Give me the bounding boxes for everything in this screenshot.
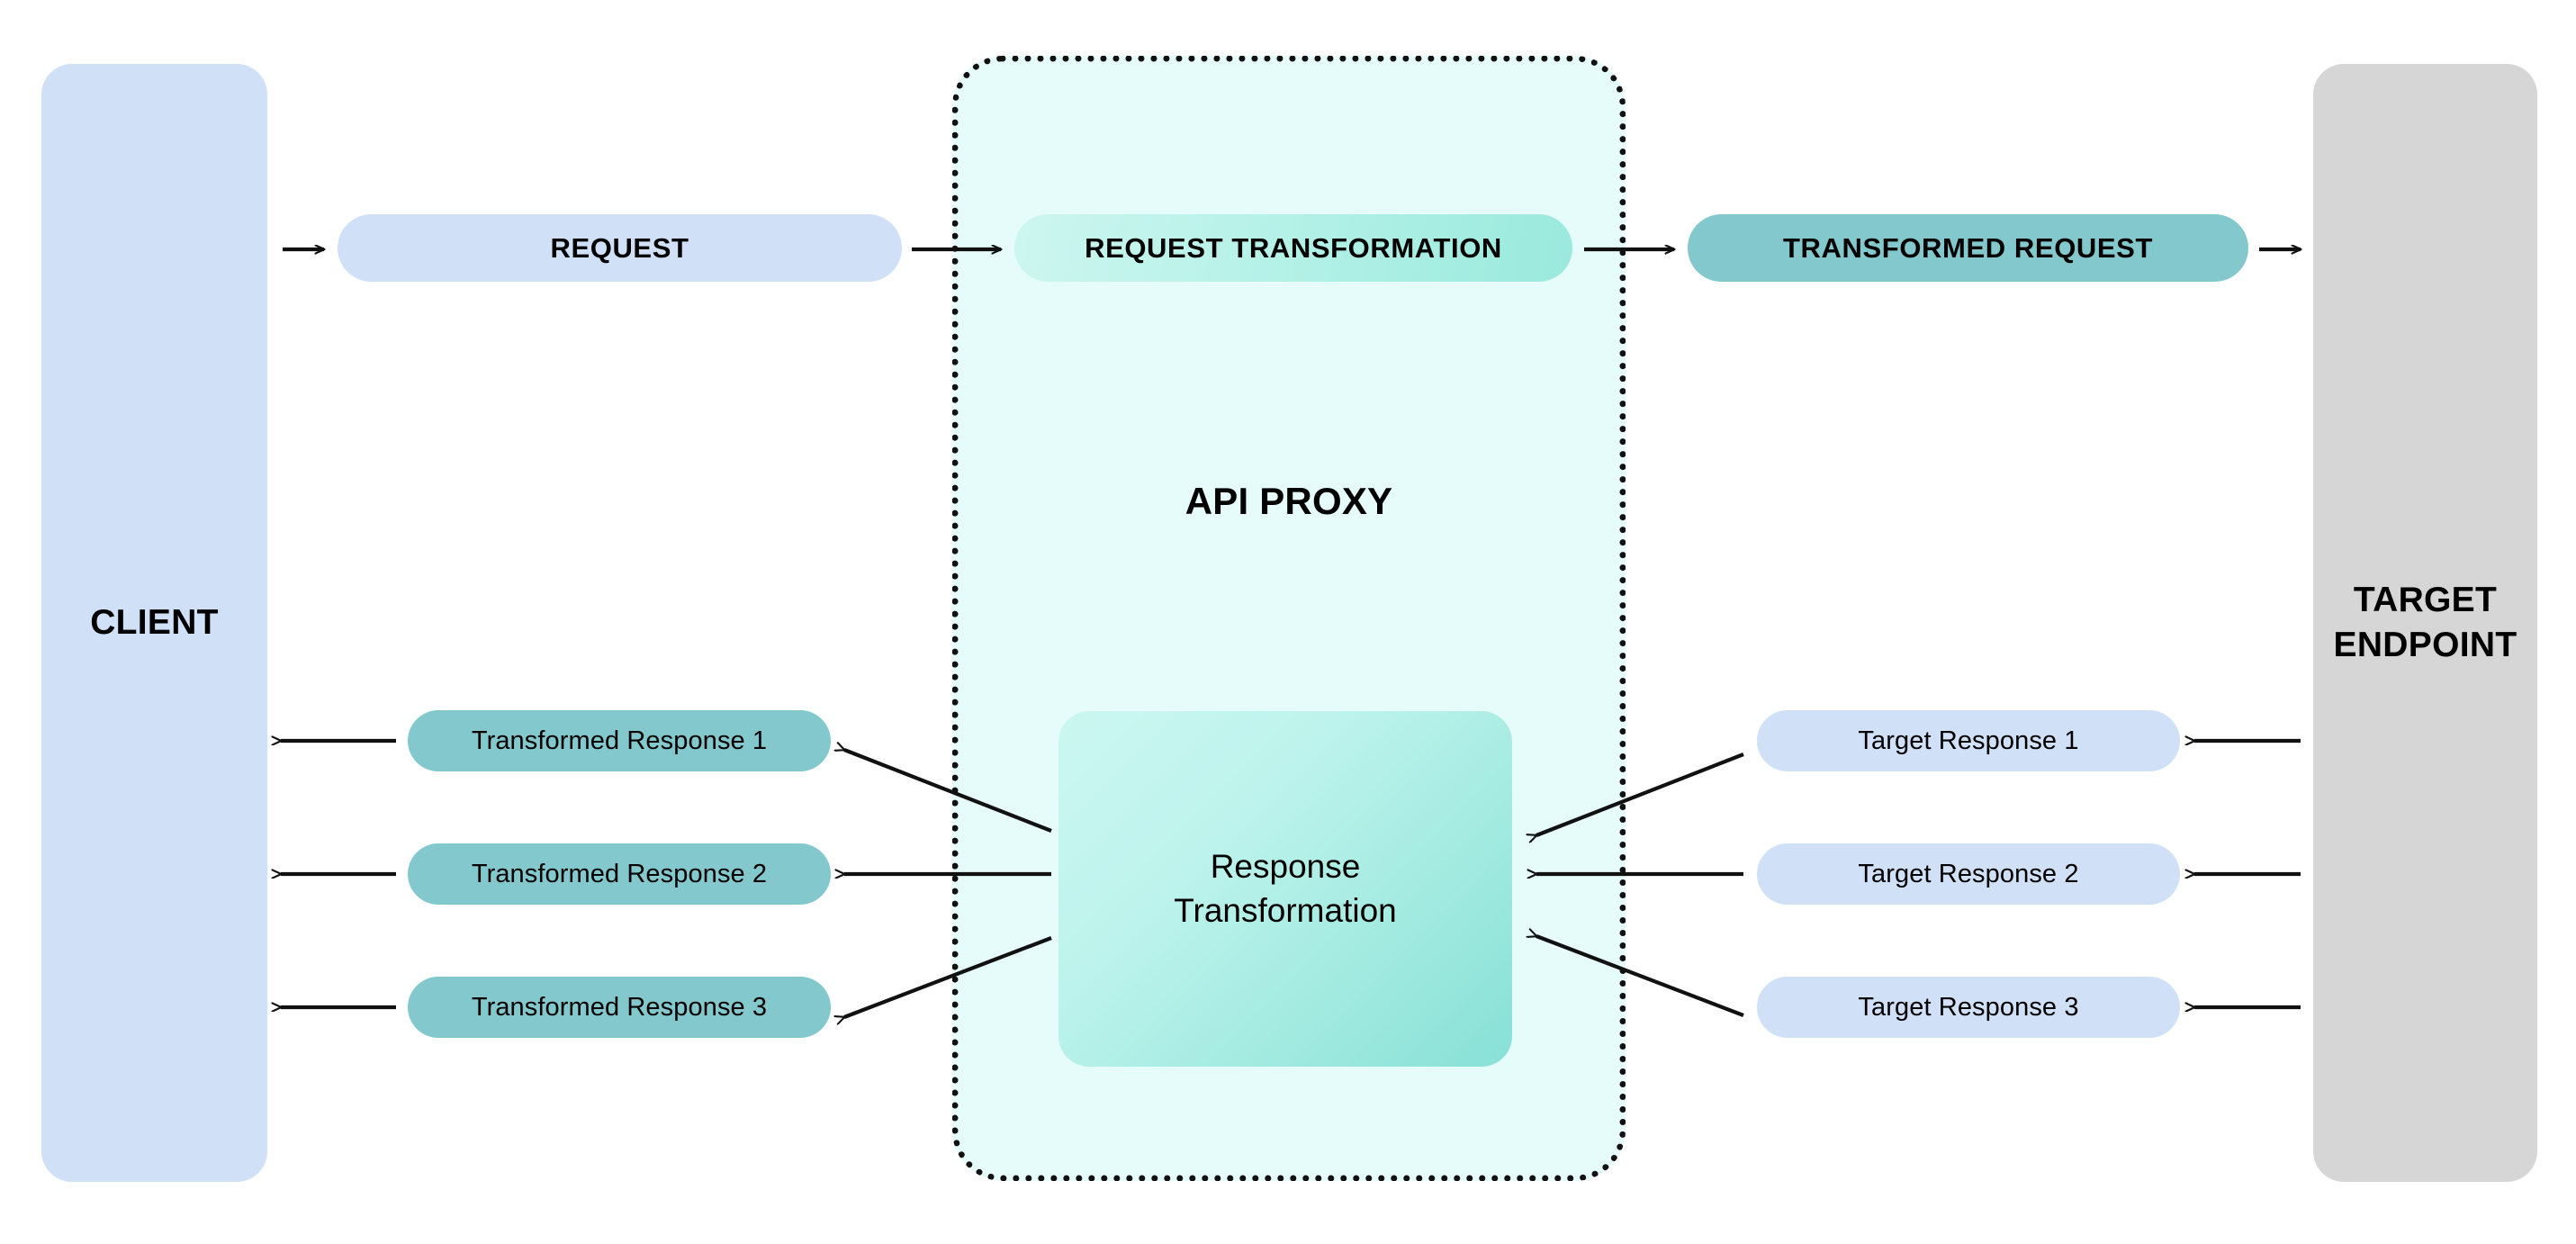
- request-transformation-pill-label: REQUEST TRANSFORMATION: [1085, 231, 1502, 264]
- target-endpoint-panel-label: TARGET ENDPOINT: [2334, 578, 2517, 668]
- target-endpoint-label-line-2: ENDPOINT: [2333, 626, 2517, 664]
- response-transformation-label: Response Transformation: [1174, 845, 1396, 933]
- transformed-response-2-pill[interactable]: Transformed Response 2: [408, 843, 831, 905]
- transformed-response-1-label: Transformed Response 1: [471, 726, 768, 755]
- transformed-response-1-pill[interactable]: Transformed Response 1: [408, 710, 831, 771]
- request-pill-label: REQUEST: [550, 231, 689, 264]
- target-response-1-pill[interactable]: Target Response 1: [1757, 710, 2180, 771]
- transformed-response-2-label: Transformed Response 2: [471, 859, 768, 888]
- response-transformation-line-2: Transformation: [1174, 891, 1397, 929]
- request-transformation-pill[interactable]: REQUEST TRANSFORMATION: [1014, 214, 1572, 282]
- target-response-3-label: Target Response 3: [1858, 992, 2079, 1022]
- transformed-request-pill-label: TRANSFORMED REQUEST: [1783, 231, 2153, 264]
- transformed-response-3-label: Transformed Response 3: [471, 992, 768, 1022]
- transformed-request-pill[interactable]: TRANSFORMED REQUEST: [1688, 214, 2248, 282]
- response-transformation-line-1: Response: [1210, 847, 1361, 885]
- target-endpoint-label-line-1: TARGET: [2353, 581, 2498, 620]
- request-pill[interactable]: REQUEST: [338, 214, 902, 282]
- transformed-response-3-pill[interactable]: Transformed Response 3: [408, 977, 831, 1038]
- target-response-1-label: Target Response 1: [1858, 726, 2079, 755]
- client-panel-label: CLIENT: [90, 603, 219, 643]
- api-proxy-title: API PROXY: [1184, 480, 1393, 522]
- target-response-2-label: Target Response 2: [1858, 859, 2079, 888]
- target-endpoint-panel: TARGET ENDPOINT: [2313, 64, 2537, 1182]
- target-response-2-pill[interactable]: Target Response 2: [1757, 843, 2180, 905]
- response-transformation-block[interactable]: Response Transformation: [1058, 711, 1512, 1067]
- target-response-3-pill[interactable]: Target Response 3: [1757, 977, 2180, 1038]
- client-panel: CLIENT: [41, 64, 267, 1182]
